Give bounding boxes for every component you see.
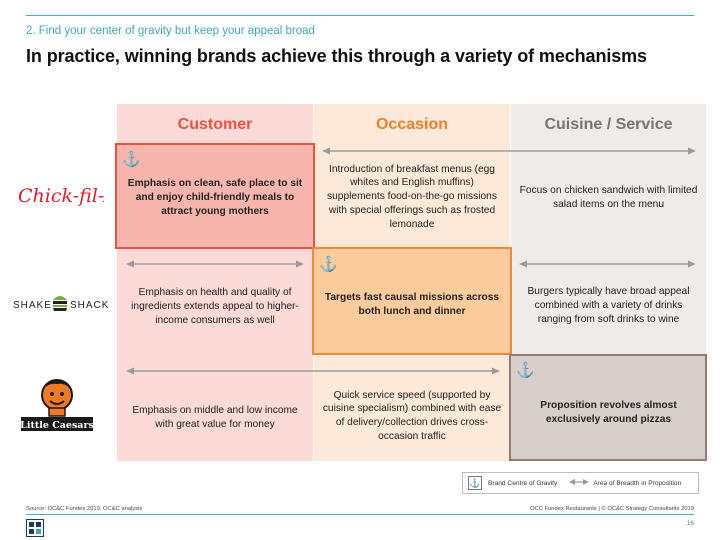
breadth-arrow-shakeshack-cuisine xyxy=(519,259,696,269)
chickfila-customer-text: Emphasis on clean, safe place to sit and… xyxy=(127,178,303,217)
occ-logo-icon xyxy=(26,519,44,537)
chickfila-logo-text: Chick-fil-A xyxy=(18,185,104,207)
shakeshack-occasion-text: Targets fast causal missions across both… xyxy=(324,292,500,317)
page-title: In practice, winning brands achieve this… xyxy=(26,46,647,66)
chickfila-cuisine-text: Focus on chicken sandwich with limited s… xyxy=(519,185,698,210)
shakeshack-customer-text: Emphasis on health and quality of ingred… xyxy=(131,287,299,326)
caesar-mascot-icon xyxy=(41,379,73,417)
anchor-icon: ⚓ xyxy=(319,256,338,273)
legend-arrow-label: Area of Breadth in Proposition xyxy=(593,479,682,487)
page-number: 16 xyxy=(686,520,694,527)
shakeshack-cuisine-text: Burgers typically have broad appeal comb… xyxy=(527,286,690,325)
chickfila-occasion-text: Introduction of breakfast menus (egg whi… xyxy=(327,163,497,230)
littlecaesars-logo-text: Little Caesars xyxy=(20,420,94,431)
littlecaesars-center-of-gravity-box xyxy=(509,354,707,461)
littlecaesars-occasion-text: Quick service speed (supported by cuisin… xyxy=(322,389,502,442)
occasion-column-header: Occasion xyxy=(375,116,449,133)
shakeshack-center-of-gravity-box xyxy=(312,247,512,355)
shakeshack-logo-left: SHAKE xyxy=(13,300,52,311)
anchor-icon: ⚓ xyxy=(516,362,535,379)
legend-anchor-label: Brand Centre of Gravity xyxy=(488,479,558,487)
littlecaesars-cuisine-text: Proposition revolves almost exclusively … xyxy=(540,400,677,425)
copyright-note: OCC Fundex Restaurants | © OC&C Strategy… xyxy=(530,506,694,512)
top-rule xyxy=(26,15,694,16)
legend: ⚓ Brand Centre of Gravity Area of Breadt… xyxy=(462,472,699,494)
littlecaesars-customer-text: Emphasis on middle and low income with g… xyxy=(132,405,298,430)
source-note: Source: OC&C Fundex 2019, OC&C analysis xyxy=(26,506,143,512)
anchor-icon: ⚓ xyxy=(122,151,141,168)
legend-arrow-icon xyxy=(569,478,590,488)
bottom-rule xyxy=(26,514,694,515)
section-kicker: 2. Find your center of gravity but keep … xyxy=(26,25,315,37)
breadth-arrow-littlecaesars xyxy=(126,366,500,376)
breadth-arrow-shakeshack-customer xyxy=(126,259,304,269)
cuisine-column-header: Cuisine / Service xyxy=(544,116,673,133)
shakeshack-logo-right: SHACK xyxy=(70,300,109,311)
littlecaesars-logo: Little Caesars xyxy=(19,374,95,434)
legend-anchor-icon: ⚓ xyxy=(468,476,482,490)
shakeshack-logo: SHAKE SHACK xyxy=(13,290,109,316)
breadth-arrow-chickfila xyxy=(322,146,696,156)
chickfila-center-of-gravity-box xyxy=(115,143,315,249)
customer-column-header: Customer xyxy=(177,116,253,133)
burger-icon xyxy=(53,296,67,311)
chickfila-logo: Chick-fil-A xyxy=(16,177,118,211)
